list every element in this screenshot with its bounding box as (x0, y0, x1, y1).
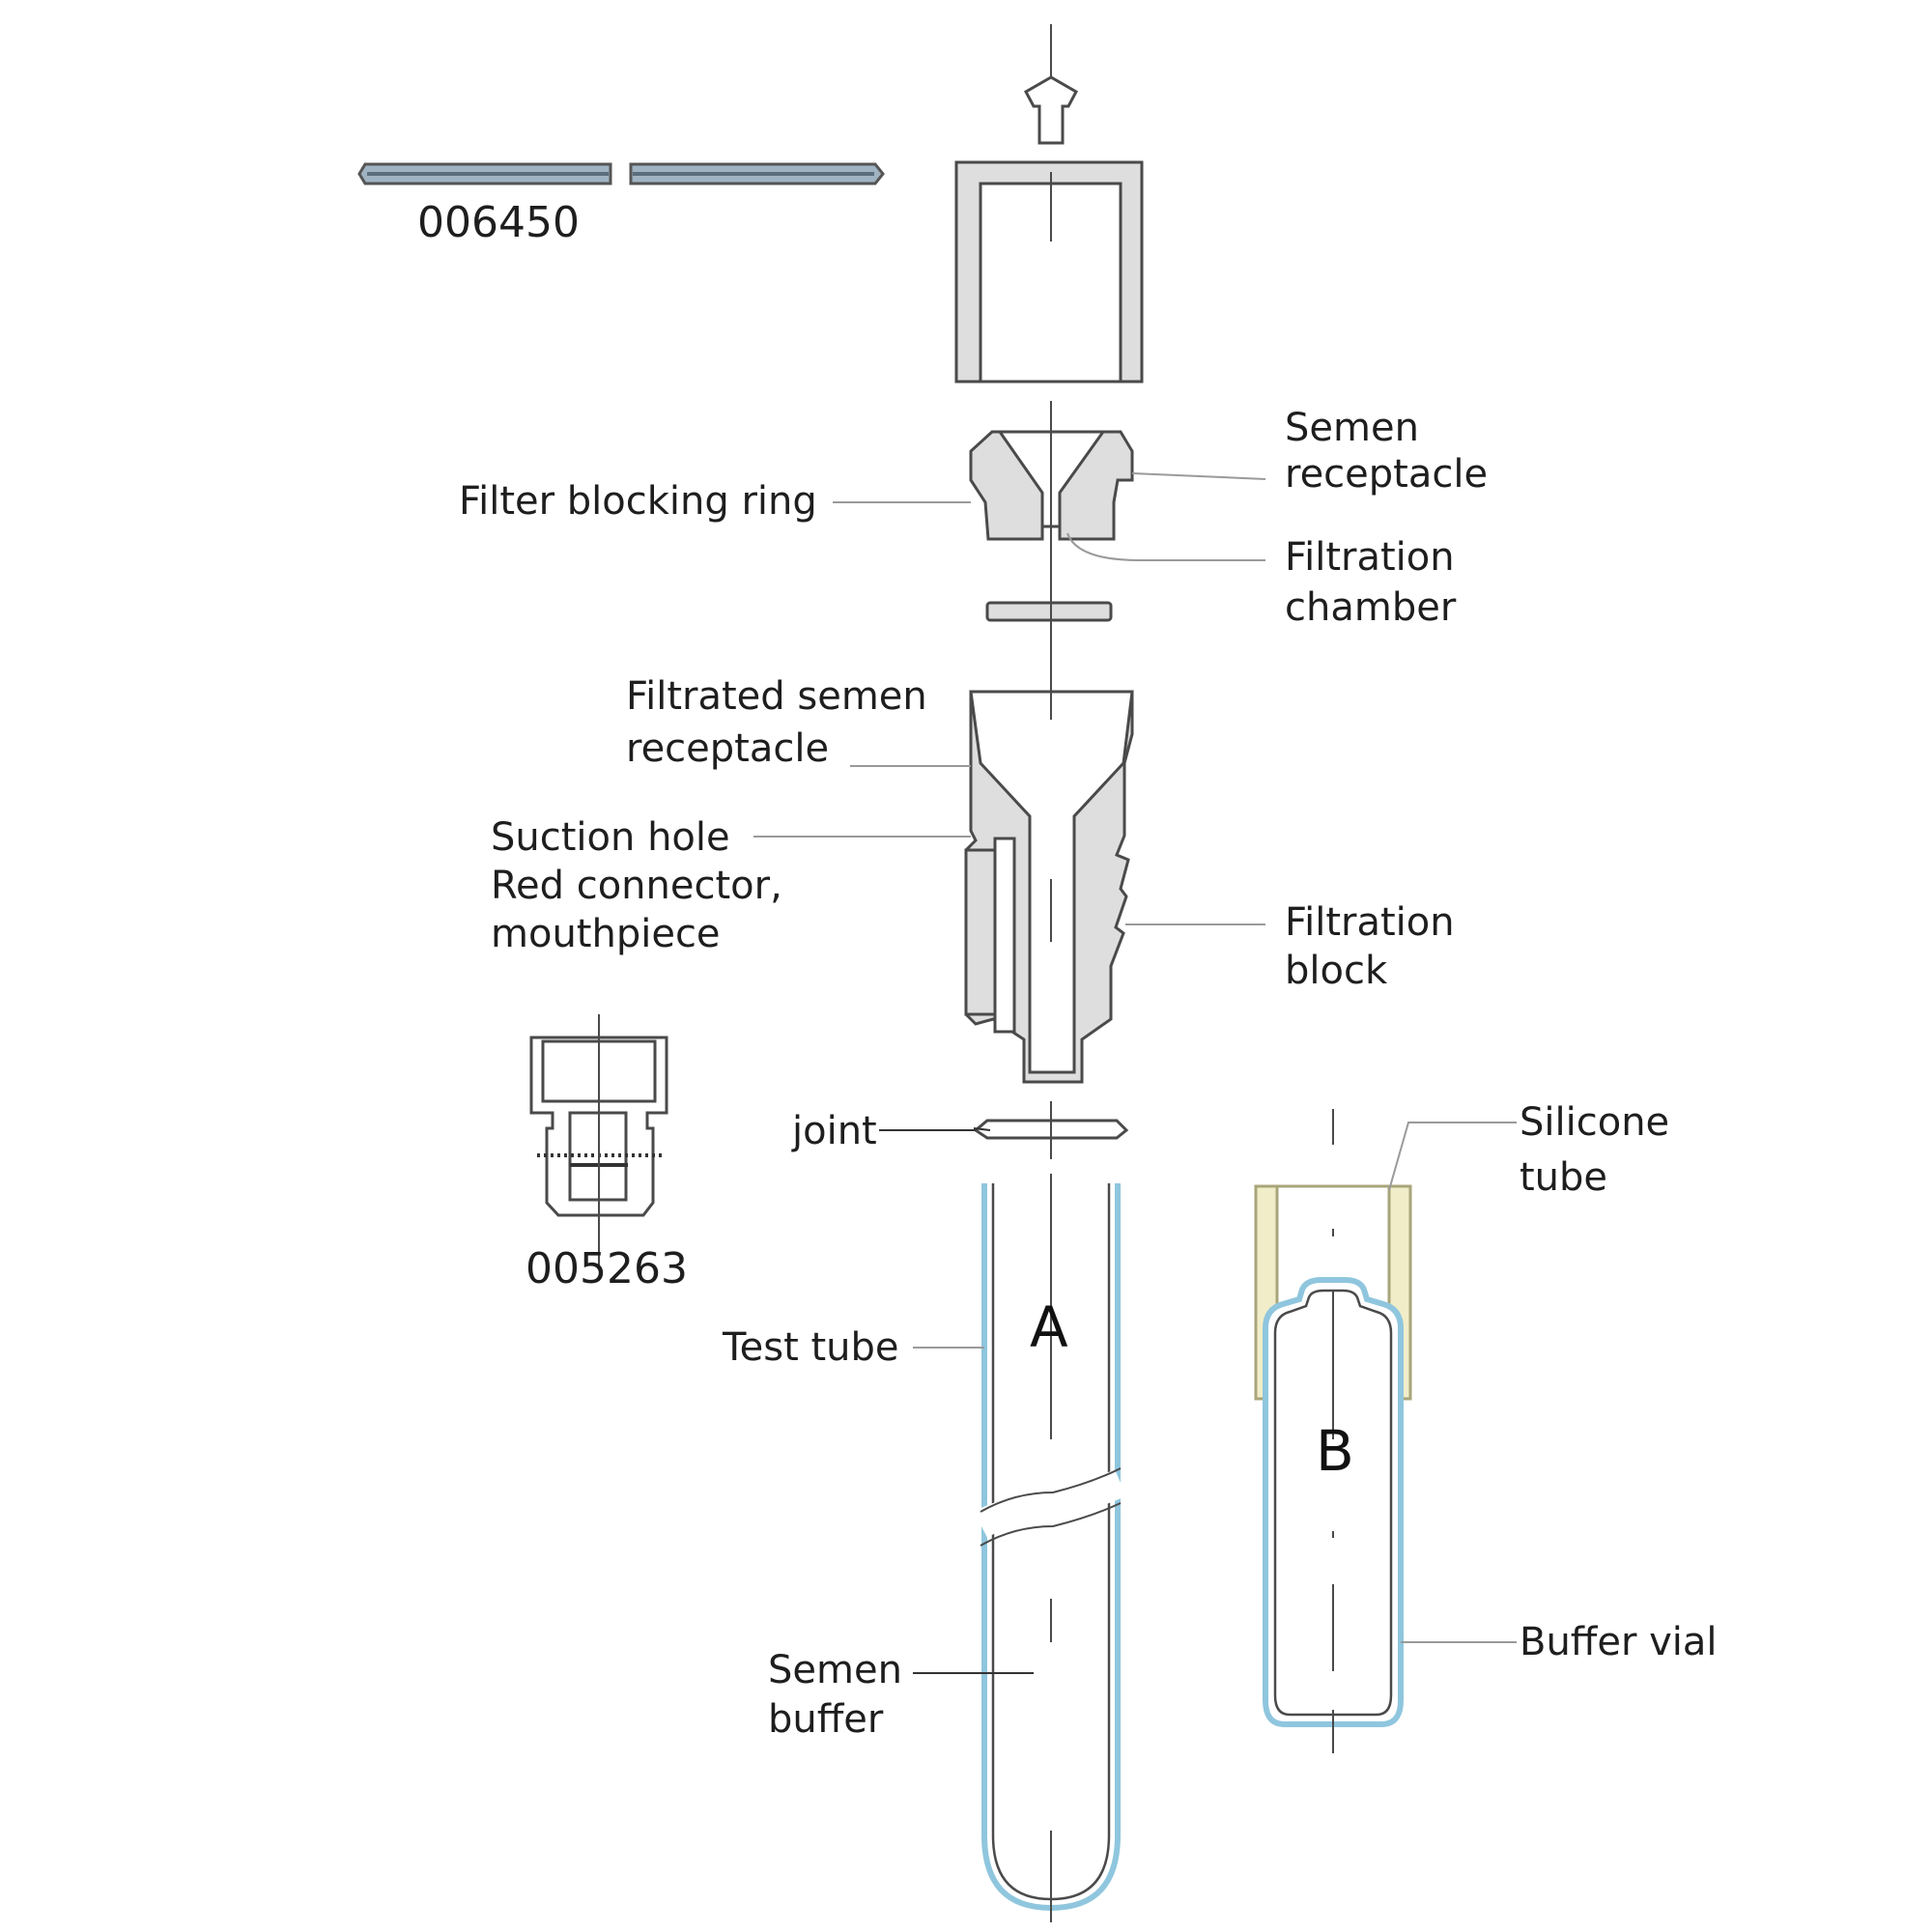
rod-code: 006450 (417, 198, 580, 247)
connector-code: 005263 (526, 1244, 688, 1293)
cap-part (954, 160, 1144, 384)
semen-receptacle-label-2: receptacle (1285, 452, 1489, 497)
semen-buffer-label-2: buffer (768, 1697, 884, 1742)
silicone-tube-label-2: tube (1520, 1155, 1608, 1200)
filtration-block-label-2: block (1285, 949, 1388, 993)
buffer-vial-b (1254, 1109, 1412, 1753)
suction-hole-label: Suction hole (491, 815, 730, 860)
filtrated-semen-receptacle-label-2: receptacle (626, 726, 830, 771)
filter-disc (985, 601, 1113, 622)
semen-buffer-label-1: Semen (768, 1648, 902, 1692)
filter-blocking-ring-label: Filter blocking ring (459, 479, 817, 524)
filtration-chamber-label-2: chamber (1285, 585, 1457, 630)
buffer-vial-label: Buffer vial (1520, 1620, 1718, 1664)
mouthpiece-label: mouthpiece (491, 912, 721, 956)
filtration-chamber-label-1: Filtration (1285, 535, 1455, 580)
filtration-block-part (964, 401, 1134, 1084)
filtration-block-label-1: Filtration (1285, 900, 1455, 945)
joint-ring (973, 1101, 1129, 1159)
silicone-tube-label-1: Silicone (1520, 1100, 1670, 1145)
filtrated-semen-receptacle-label-1: Filtrated semen (626, 674, 927, 719)
red-connector-005263 (529, 1014, 668, 1265)
test-tube-a (974, 1174, 1126, 1922)
joint-label: joint (792, 1109, 877, 1153)
semen-receptacle-label-1: Semen (1285, 406, 1419, 450)
test-tube-letter: A (1030, 1294, 1068, 1360)
buffer-vial-letter: B (1316, 1418, 1354, 1484)
test-tube-label: Test tube (723, 1325, 899, 1370)
red-connector-label: Red connector, (491, 864, 782, 908)
top-fitting (1023, 24, 1079, 145)
rod-006450 (357, 162, 885, 185)
leader-lines (753, 472, 1517, 1674)
